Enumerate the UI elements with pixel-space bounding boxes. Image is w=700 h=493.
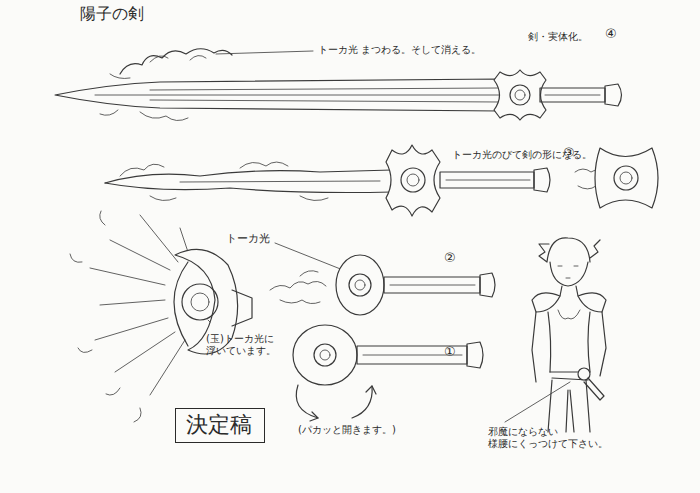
hilt-glowing-stroke	[270, 271, 326, 304]
character-figure-stroke	[558, 266, 578, 278]
sword-complete-stroke	[515, 90, 525, 100]
character-figure-stroke	[505, 382, 570, 422]
hilt-glowing-stroke	[349, 274, 371, 296]
character-figure-stroke	[539, 238, 600, 262]
hilt-closed-stroke	[320, 350, 330, 360]
hilt-closed-stroke	[467, 342, 483, 368]
character-figure-stroke	[532, 293, 560, 312]
effect-note: トーカ光 まつわる。そして消える。	[318, 44, 481, 56]
hilt-closed-stroke	[314, 344, 336, 366]
hilt-closed-stroke	[296, 385, 318, 418]
sword-complete-stroke	[510, 85, 530, 105]
hilt-closed-stroke	[352, 386, 372, 418]
action-note: (パカッと開きます。)	[298, 424, 396, 436]
sword-forming-stroke	[440, 172, 534, 188]
sword-complete-stroke	[605, 84, 622, 106]
hilt-glowing-stroke	[355, 280, 365, 290]
hilt-glowing-stroke	[275, 243, 343, 270]
sword-complete-stroke	[494, 70, 546, 120]
character-figure-stroke	[558, 310, 580, 319]
guard-opening-stroke	[182, 284, 218, 320]
callout-number: ④	[605, 26, 617, 42]
sword-complete-stroke	[540, 88, 605, 102]
sword-complete-stroke	[545, 95, 600, 96]
guard-opening-stroke	[90, 215, 190, 395]
hilt-glowing-stroke	[390, 285, 475, 286]
sword-forming-stroke	[150, 181, 380, 201]
sword-complete	[55, 49, 622, 121]
hilt-glowing-stroke	[480, 273, 495, 297]
sword-complete-stroke	[55, 79, 500, 111]
callout-number: ③	[563, 145, 575, 161]
guard-opening-stroke	[232, 290, 252, 326]
hilt-glowing	[270, 243, 495, 315]
sword-forming-stroke	[386, 145, 440, 216]
sword-complete-stroke	[100, 110, 188, 121]
guard-side-view-stroke	[620, 172, 632, 184]
character-figure-stroke	[584, 378, 604, 400]
instruction-note: 邪魔にならない 様腰にくっつけて下さい。	[488, 426, 620, 450]
guard-side-view-stroke	[595, 148, 658, 208]
sword-forming-stroke	[446, 180, 530, 181]
hilt-closed	[293, 325, 483, 421]
callout-number: ②	[444, 250, 456, 266]
part-name: トーカ光	[226, 232, 270, 245]
stamp-text: 決定稿	[186, 413, 254, 437]
character-figure	[505, 238, 606, 432]
character-figure-stroke	[548, 380, 590, 432]
effect-note: (玉)トーカ光に 浮いています。	[206, 333, 294, 357]
hilt-closed-stroke	[366, 386, 376, 394]
character-figure-stroke	[532, 312, 606, 382]
sword-complete-stroke	[95, 88, 500, 102]
hilt-glowing-stroke	[336, 255, 384, 315]
guard-opening	[70, 211, 252, 422]
approval-stamp-box: 決定稿	[175, 408, 265, 443]
callout-number: ①	[444, 344, 456, 360]
sword-forming-stroke	[407, 174, 419, 186]
character-figure-stroke	[578, 293, 606, 312]
character-figure-stroke	[560, 286, 578, 296]
guard-opening-stroke	[208, 320, 210, 322]
stage-note: 剣・実体化。	[528, 31, 588, 43]
guard-side-view-stroke	[614, 166, 638, 190]
sheet-title: 陽子の剣	[80, 4, 144, 23]
sword-complete-stroke	[216, 51, 313, 54]
guard-opening-stroke	[70, 211, 141, 422]
guard-opening-stroke	[191, 293, 209, 311]
sword-forming-stroke	[105, 183, 392, 193]
sword-complete-stroke	[120, 49, 232, 74]
sword-complete-stroke	[110, 55, 206, 78]
sword-forming-stroke	[401, 168, 425, 192]
sword-forming-stroke	[534, 168, 550, 192]
hilt-glowing-stroke	[384, 277, 480, 293]
hilt-closed-stroke	[310, 412, 318, 421]
character-figure-stroke	[550, 262, 588, 286]
character-figure-stroke	[548, 312, 590, 372]
guard-opening-stroke	[174, 262, 188, 346]
hilt-closed-stroke	[293, 325, 357, 385]
